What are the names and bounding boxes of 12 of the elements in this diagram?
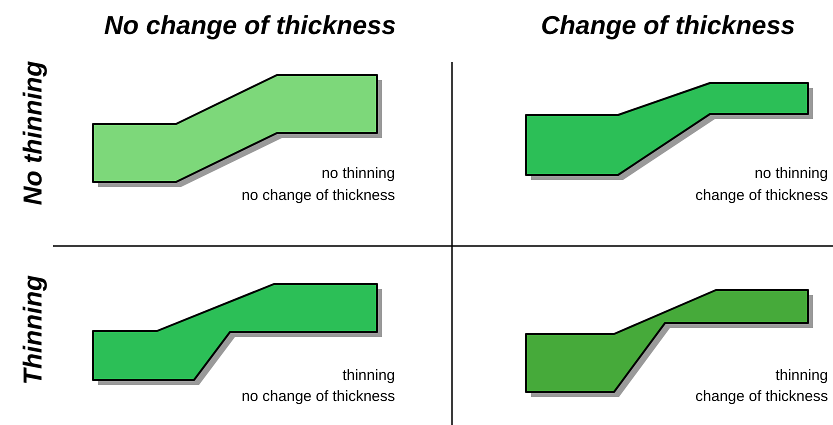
caption: no change of thickness — [242, 388, 395, 405]
caption: no thinning — [322, 165, 395, 182]
caption: no change of thickness — [242, 187, 395, 204]
caption: no thinning — [754, 165, 828, 182]
caption: change of thickness — [695, 187, 828, 204]
caption: thinning — [342, 367, 395, 384]
caption: change of thickness — [695, 388, 828, 405]
caption: thinning — [775, 367, 828, 384]
column-heading: No change of thickness — [104, 10, 396, 41]
column-heading: Change of thickness — [540, 10, 796, 41]
row-heading: No thinning — [18, 60, 48, 206]
row-heading: Thinning — [18, 275, 48, 385]
